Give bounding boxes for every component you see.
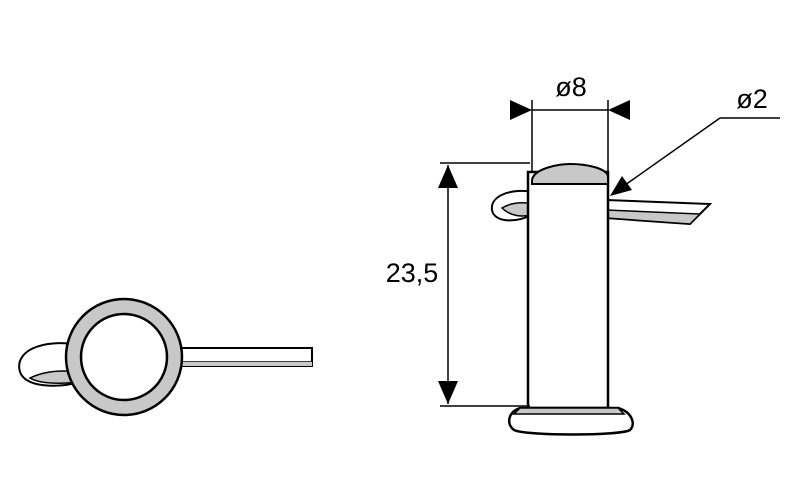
length-label: 23,5: [386, 258, 439, 288]
dimension-diameter-pin: ø8: [510, 72, 630, 172]
arrowhead-top: [438, 165, 458, 188]
arrowhead-left: [510, 100, 532, 120]
arrowhead-right: [608, 100, 630, 120]
end-view: [18, 297, 313, 417]
diameter-clip-label: ø2: [736, 84, 768, 114]
end-view-ring-inner: [79, 312, 169, 402]
arrowhead-clip: [610, 176, 632, 196]
side-view-pin-top: [531, 162, 609, 185]
side-view: [490, 162, 713, 436]
arrowhead-bottom: [438, 381, 458, 404]
dimension-length: 23,5: [386, 162, 530, 407]
diameter-pin-label: ø8: [555, 72, 587, 102]
side-view-pin-shank: [526, 170, 610, 410]
dimension-diameter-clip: ø2: [610, 84, 780, 196]
